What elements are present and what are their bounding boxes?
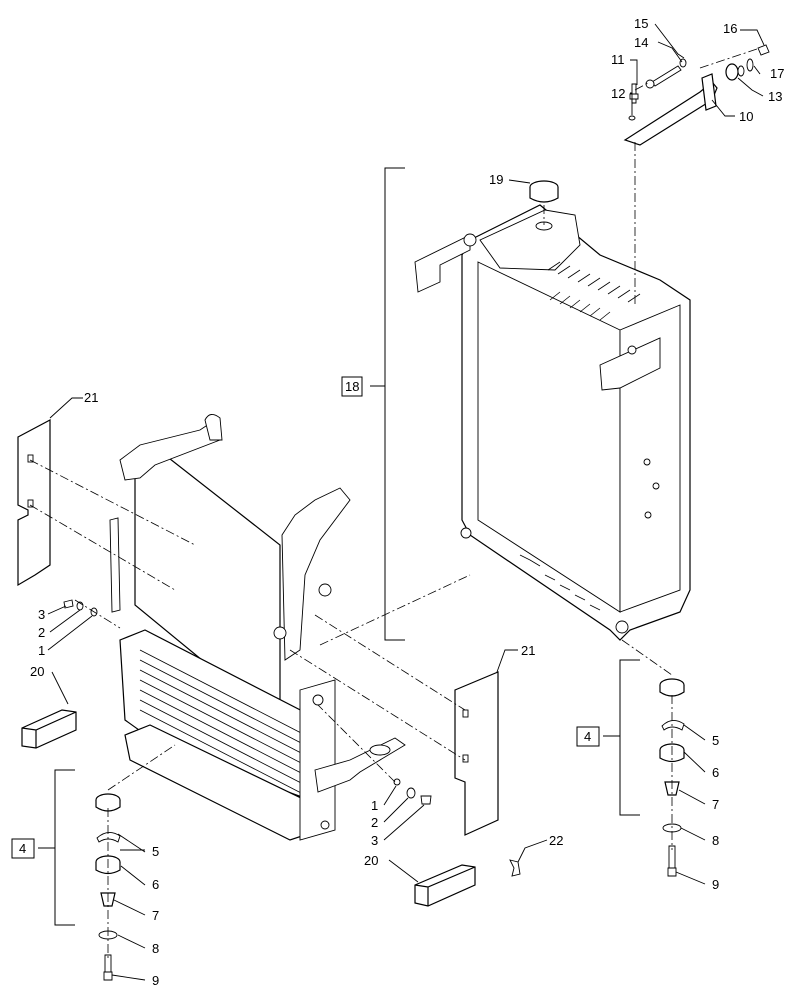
- callout-16: 16: [723, 21, 737, 36]
- callout-14: 14: [634, 35, 648, 50]
- washer-1-right: [393, 778, 401, 786]
- callout-17: 17: [770, 66, 784, 81]
- callout-13: 13: [768, 89, 782, 104]
- charge-air-cooler-assembly: [109, 414, 406, 841]
- callout-4-left: 4: [19, 841, 26, 856]
- callout-3-right: 3: [371, 833, 378, 848]
- callout-9-right: 9: [712, 877, 719, 892]
- callout-21-right: 21: [521, 643, 535, 658]
- leader-lines: [47, 23, 765, 981]
- callout-7-right: 7: [712, 797, 719, 812]
- group-bracket-4-right: [603, 659, 640, 816]
- callout-1-right: 1: [371, 798, 378, 813]
- seal-21-left: [17, 419, 51, 587]
- callout-box-4-right: [576, 726, 600, 747]
- callout-1-left: 1: [38, 643, 45, 658]
- callout-5-right: 5: [712, 733, 719, 748]
- group-bracket-4-left: [38, 769, 75, 926]
- bolt-3-right: [420, 795, 432, 805]
- callout-18: 18: [345, 379, 359, 394]
- group-bracket-18: [370, 167, 405, 641]
- bolt-3-left: [63, 599, 74, 609]
- stud-11: [629, 83, 639, 104]
- callout-box-4-left: [11, 838, 35, 859]
- callout-2-left: 2: [38, 625, 45, 640]
- washer-17: [746, 58, 754, 72]
- callout-4-right: 4: [584, 729, 591, 744]
- right-mount-stack: [659, 678, 685, 877]
- upper-bracket: [623, 73, 718, 146]
- callout-11: 11: [611, 52, 625, 67]
- callout-6-right: 6: [712, 765, 719, 780]
- callout-labels: 15 14 16 11 17 12 13 10 19 18 21 3 2 1 2…: [19, 16, 784, 988]
- callout-3-left: 3: [38, 607, 45, 622]
- centerlines: [29, 47, 761, 960]
- radiator-cap: [529, 180, 559, 231]
- nut-16: [757, 44, 770, 56]
- radiator-assembly: [414, 204, 691, 641]
- callout-box-18: [341, 376, 363, 397]
- callout-21-left: 21: [84, 390, 98, 405]
- callout-2-right: 2: [371, 815, 378, 830]
- callout-8-right: 8: [712, 833, 719, 848]
- clip-22: [509, 859, 521, 877]
- callout-20-right: 20: [364, 853, 378, 868]
- foam-pad-20-right: [414, 864, 476, 907]
- callout-8-left: 8: [152, 941, 159, 956]
- seal-slot: [27, 454, 34, 463]
- isolator-13: [725, 63, 745, 81]
- callout-7-left: 7: [152, 908, 159, 923]
- bolt-14: [645, 58, 687, 89]
- callout-22: 22: [549, 833, 563, 848]
- callout-5-left: 5: [152, 844, 159, 859]
- callout-19: 19: [489, 172, 503, 187]
- callout-9-left: 9: [152, 973, 159, 988]
- washer-12: [628, 115, 636, 121]
- callout-6-left: 6: [152, 877, 159, 892]
- seal-slot: [462, 709, 469, 718]
- seal-slot: [462, 754, 469, 763]
- seal-slot: [27, 499, 34, 508]
- callout-15: 15: [634, 16, 648, 31]
- washer-2-right: [406, 787, 416, 799]
- callout-20-left: 20: [30, 664, 44, 679]
- callout-12: 12: [611, 86, 625, 101]
- callout-10: 10: [739, 109, 753, 124]
- foam-pad-20-left: [21, 709, 77, 749]
- seal-21-right: [454, 671, 499, 836]
